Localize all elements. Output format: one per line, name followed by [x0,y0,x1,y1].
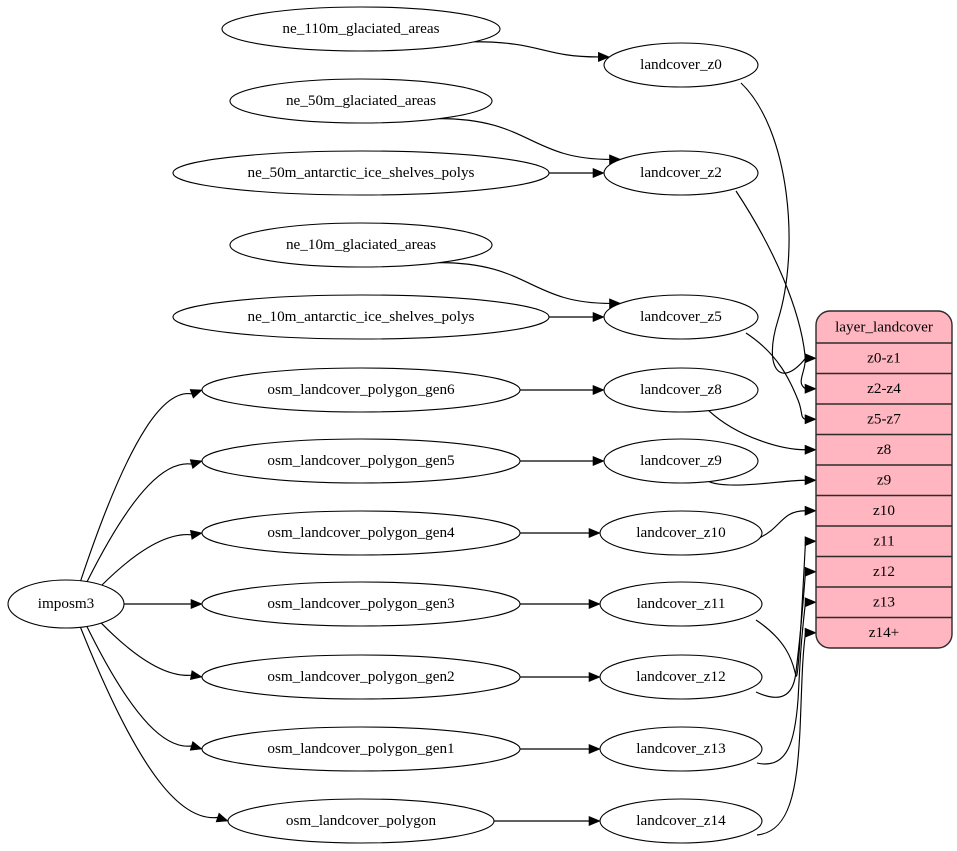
node-label: landcover_z0 [640,56,722,73]
table-row-label: z8 [877,441,892,458]
table-row-label: z9 [877,472,891,489]
edges-layer [79,41,817,836]
node-label: ne_50m_antarctic_ice_shelves_polys [248,164,475,181]
edge-osm_landcover_polygon_gen1-to-landcover_z13 [519,743,601,755]
layer-landcover-table[interactable]: layer_landcover z0-z1 z2-z4 z5-z7 z8 z9 z10 z11… [815,310,953,649]
edge-osm_landcover_polygon_gen2-to-landcover_z12 [520,671,601,683]
node-label: landcover_z5 [640,308,722,325]
node-ne_110m_glaciated_areas[interactable]: ne_110m_glaciated_areas [221,6,501,52]
edge-osm_landcover_polygon_gen4-to-landcover_z10 [520,527,601,539]
node-landcover_z11[interactable]: landcover_z11 [599,581,763,627]
edge-ne_10m_antarctic_ice_shelves_polys-to-landcover_z5 [549,311,605,323]
node-label: ne_50m_glaciated_areas [286,92,436,109]
node-ne_10m_antarctic_ice_shelves_polys[interactable]: ne_10m_antarctic_ice_shelves_polys [172,294,550,340]
table-row-label: z13 [873,594,895,611]
node-label: osm_landcover_polygon_gen5 [267,452,454,469]
table-row-row-z5-z7[interactable]: z5-z7 [816,404,952,435]
edge-landcover_z14-to-row-z14plus [756,627,817,836]
node-landcover_z14[interactable]: landcover_z14 [599,798,763,844]
node-osm_landcover_polygon_gen1[interactable]: osm_landcover_polygon_gen1 [201,726,521,772]
node-osm_landcover_polygon[interactable]: osm_landcover_polygon [227,798,495,844]
table-row-row-z12[interactable]: z12 [816,557,952,588]
table-row-label: z12 [873,563,895,580]
table-row-row-z10[interactable]: z10 [816,496,952,527]
edge-ne_110m_glaciated_areas-to-landcover_z0 [474,41,611,62]
node-osm_landcover_polygon_gen2[interactable]: osm_landcover_polygon_gen2 [201,654,521,700]
nodes-layer: ne_110m_glaciated_areas ne_50m_glaciated_… [7,6,763,844]
node-label: landcover_z2 [640,164,722,181]
table-row-label: z2-z4 [867,380,901,397]
edge-imposm3-to-osm_landcover_polygon_gen1 [86,626,203,751]
table-header-label: layer_landcover [835,318,933,335]
node-label: landcover_z12 [636,668,725,685]
edge-landcover_z9-to-row-z9 [708,475,817,486]
node-label: osm_landcover_polygon [286,812,437,829]
table-row-label: z0-z1 [867,350,901,367]
node-label: osm_landcover_polygon_gen3 [267,595,454,612]
table-row-label: z10 [873,502,895,519]
node-label: ne_10m_glaciated_areas [286,236,436,253]
node-landcover_z12[interactable]: landcover_z12 [599,654,763,700]
node-label: osm_landcover_polygon_gen4 [267,524,455,541]
node-osm_landcover_polygon_gen5[interactable]: osm_landcover_polygon_gen5 [201,438,521,484]
node-osm_landcover_polygon_gen3[interactable]: osm_landcover_polygon_gen3 [201,581,521,627]
edge-osm_landcover_polygon_gen6-to-landcover_z8 [520,384,605,396]
node-landcover_z5[interactable]: landcover_z5 [603,294,759,340]
table-outline [815,310,953,649]
table-row-row-z13[interactable]: z13 [816,587,952,618]
node-label: landcover_z9 [640,452,722,469]
node-landcover_z9[interactable]: landcover_z9 [603,438,759,484]
edge-landcover_z10-to-row-z10 [760,505,817,538]
edge-landcover_z2-to-row-z2-z4 [735,190,817,394]
table-row-row-z11[interactable]: z11 [816,526,952,557]
node-label: ne_10m_antarctic_ice_shelves_polys [248,308,475,325]
edge-osm_landcover_polygon_gen5-to-landcover_z9 [520,455,605,467]
node-landcover_z2[interactable]: landcover_z2 [603,150,759,196]
node-label: osm_landcover_polygon_gen2 [267,668,454,685]
node-osm_landcover_polygon_gen6[interactable]: osm_landcover_polygon_gen6 [201,367,521,413]
node-landcover_z13[interactable]: landcover_z13 [599,726,763,772]
node-label: imposm3 [38,595,95,612]
node-landcover_z8[interactable]: landcover_z8 [603,367,759,413]
table-row-row-z2-z4[interactable]: z2-z4 [816,374,952,405]
edge-imposm3-to-osm_landcover_polygon [79,627,229,823]
node-label: ne_110m_glaciated_areas [282,20,439,37]
node-label: osm_landcover_polygon_gen6 [267,381,455,398]
edge-landcover_z13-to-row-z13 [756,597,817,765]
edge-landcover_z8-to-row-z8 [708,410,817,455]
edge-osm_landcover_polygon_gen3-to-landcover_z11 [520,598,601,610]
table-row-row-z0-z1[interactable]: z0-z1 [816,343,952,374]
node-ne_10m_glaciated_areas[interactable]: ne_10m_glaciated_areas [229,222,493,268]
table-row-label: z14+ [869,624,900,641]
table-row-row-z14plus[interactable]: z14+ [816,618,952,649]
node-label: landcover_z10 [636,524,726,541]
table-row-label: z5-z7 [867,411,901,428]
node-label: landcover_z8 [640,381,722,398]
node-landcover_z0[interactable]: landcover_z0 [603,42,759,88]
node-label: osm_landcover_polygon_gen1 [267,740,454,757]
edge-landcover_z5-to-row-z5-z7 [745,332,817,425]
edge-ne_50m_antarctic_ice_shelves_polys-to-landcover_z2 [549,167,605,179]
table-row-label: z11 [873,533,894,550]
table-row-row-z9[interactable]: z9 [816,465,952,496]
edge-landcover_z11-to-row-z11 [755,536,817,677]
node-label: landcover_z13 [636,740,725,757]
edge-imposm3-to-osm_landcover_polygon_gen3 [124,598,203,610]
table-row-row-z8[interactable]: z8 [816,435,952,466]
edge-landcover_z12-to-row-z12 [755,566,817,698]
node-ne_50m_antarctic_ice_shelves_polys[interactable]: ne_50m_antarctic_ice_shelves_polys [172,150,550,196]
node-label: landcover_z14 [636,812,726,829]
edge-osm_landcover_polygon-to-landcover_z14 [494,815,601,827]
node-label: landcover_z11 [637,595,726,612]
node-imposm3[interactable]: imposm3 [7,579,125,629]
edge-landcover_z0-to-row-z0-z1 [740,82,817,374]
edge-imposm3-to-osm_landcover_polygon_gen4 [101,529,203,586]
edge-imposm3-to-osm_landcover_polygon_gen6 [80,389,203,581]
edge-imposm3-to-osm_landcover_polygon_gen2 [100,622,203,681]
node-osm_landcover_polygon_gen4[interactable]: osm_landcover_polygon_gen4 [201,510,521,556]
node-landcover_z10[interactable]: landcover_z10 [599,510,763,556]
edge-imposm3-to-osm_landcover_polygon_gen5 [86,459,203,582]
node-ne_50m_glaciated_areas[interactable]: ne_50m_glaciated_areas [229,78,493,124]
